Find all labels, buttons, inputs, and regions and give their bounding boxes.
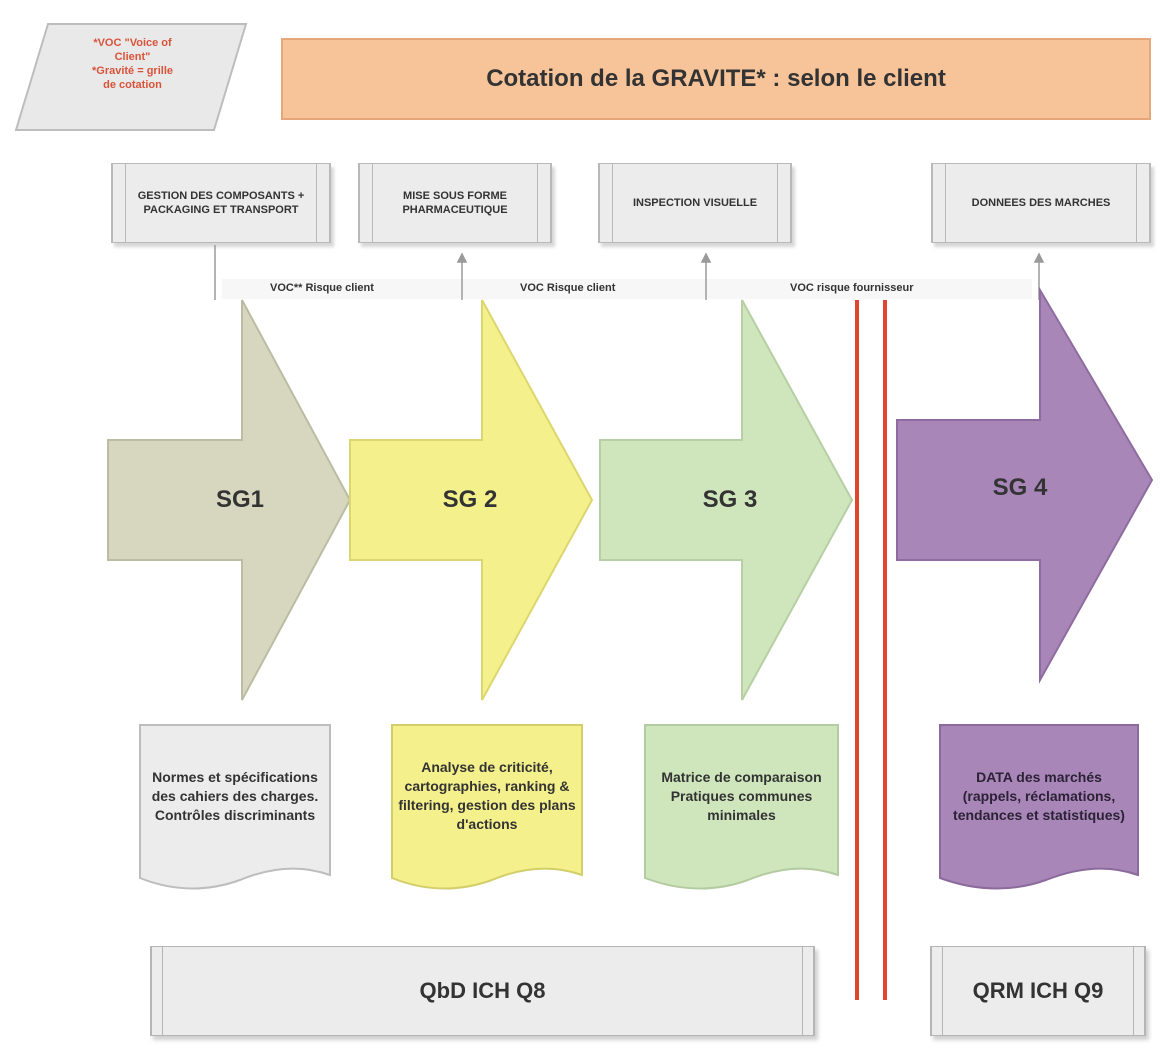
doc-shape-2 xyxy=(391,724,583,890)
legend-line-3: *Gravité = grille xyxy=(91,65,173,77)
severity-rating-header: Cotation de la GRAVITE* : selon le clien… xyxy=(281,38,1151,120)
connector-arrowhead-4 xyxy=(1033,252,1045,263)
voc-label-client-risk-2: VOC Risque client xyxy=(520,282,616,294)
standard-box-qbd-ich-q8: QbD ICH Q8 xyxy=(150,946,815,1036)
doc-shape-4 xyxy=(939,724,1139,890)
voc-band xyxy=(222,279,1032,299)
standard-label-qrm: QRM ICH Q9 xyxy=(972,978,1104,1003)
arrow-sg2 xyxy=(349,299,594,701)
process-box-market-data: DONNEES DES MARCHES xyxy=(931,163,1151,243)
stage-label-sg2: SG 2 xyxy=(442,486,498,513)
process-box-pharmaceutical-form: MISE SOUS FORME PHARMACEUTIQUE xyxy=(358,163,552,243)
doc-shape-3 xyxy=(644,724,839,890)
process-box-components: GESTION DES COMPOSANTS + PACKAGING et TR… xyxy=(111,163,331,243)
doc-text-market-data: DATA des marchés (rappels, réclamations,… xyxy=(953,768,1125,823)
stage-label-sg3: SG 3 xyxy=(702,486,758,513)
legend-line-2: Client" xyxy=(114,51,151,63)
stage-label-sg4: SG 4 xyxy=(992,474,1048,501)
arrow-sg1 xyxy=(107,299,352,701)
connector-arrowhead-3 xyxy=(700,252,712,263)
process-box-visual-inspection: INSPECTION VISUELLE xyxy=(598,163,792,243)
arrow-sg3 xyxy=(599,299,854,701)
header-title: Cotation de la GRAVITE* : selon le clien… xyxy=(486,65,946,92)
voc-label-client-risk-1: VOC** Risque client xyxy=(270,282,374,294)
standard-box-qrm-ich-q9: QRM ICH Q9 xyxy=(930,946,1146,1036)
standard-label-qbd: QbD ICH Q8 xyxy=(419,978,546,1003)
voc-label-supplier-risk: VOC risque fournisseur xyxy=(790,282,914,294)
doc-text-comparison-matrix: Matrice de comparaison Pratiques commune… xyxy=(661,768,822,823)
legend-line-1: *VOC "Voice of xyxy=(93,37,172,49)
separator-line-right xyxy=(883,300,887,1000)
separator-line-left xyxy=(855,300,859,1000)
process-label-pharmaceutical-form: MISE SOUS FORME PHARMACEUTIQUE xyxy=(402,190,508,216)
arrow-sg4 xyxy=(896,286,1154,684)
process-label-market-data: DONNEES DES MARCHES xyxy=(971,197,1111,209)
doc-text-criticality-analysis: Analyse de criticité, cartographies, ran… xyxy=(398,759,576,832)
legend-line-4: de cotation xyxy=(103,79,162,91)
legend-text: *VOC "Voice of Client" *Gravité = grille… xyxy=(50,36,215,92)
doc-shape-1 xyxy=(139,724,331,890)
connector-arrowhead-2 xyxy=(456,252,468,263)
legend-note: *VOC "Voice of Client" *Gravité = grille… xyxy=(10,18,252,138)
legend-parallelogram-shape xyxy=(14,23,248,131)
stage-label-sg1: SG1 xyxy=(215,486,265,513)
doc-text-standards-specs: Normes et spécifications des cahiers des… xyxy=(151,768,319,823)
process-label-visual-inspection: INSPECTION VISUELLE xyxy=(632,197,758,209)
process-label-components: GESTION DES COMPOSANTS + PACKAGING et TR… xyxy=(137,190,305,216)
